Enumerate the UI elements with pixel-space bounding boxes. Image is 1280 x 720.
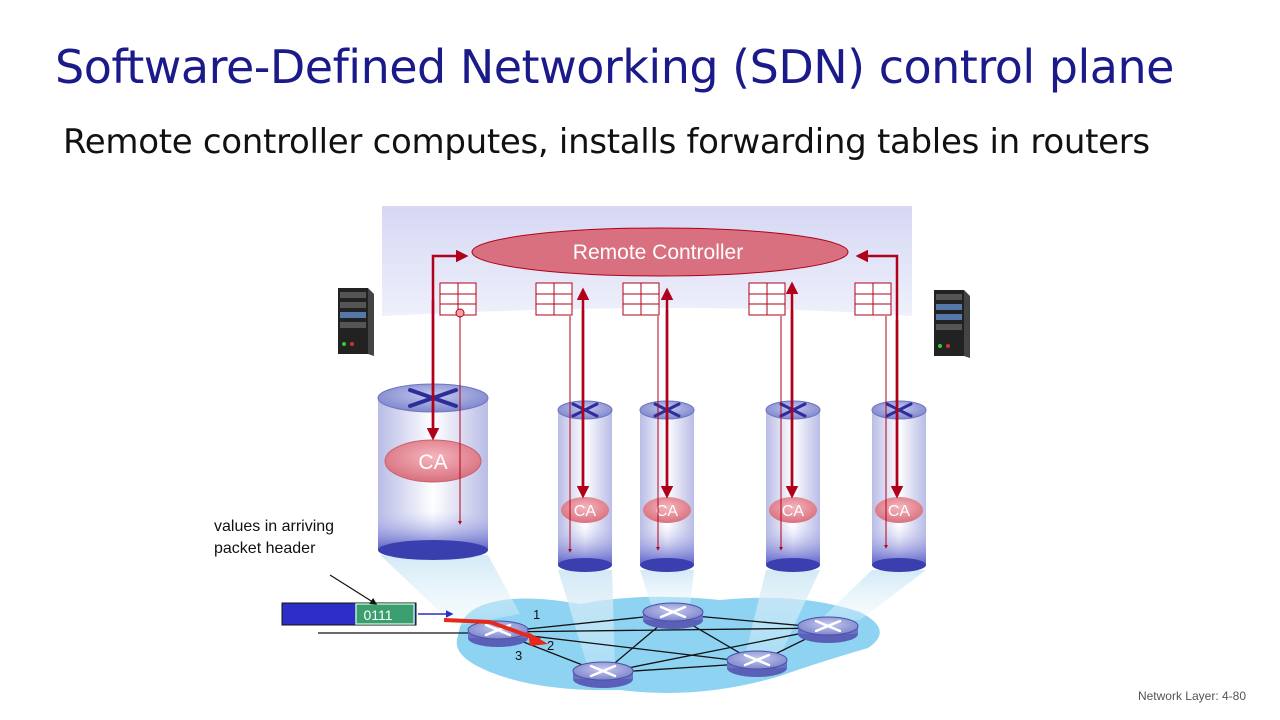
control-arrows — [426, 249, 904, 499]
packet-header-value: 0111 — [363, 607, 392, 623]
ca-label-5: CA — [888, 503, 911, 520]
router-icon — [467, 602, 859, 688]
beam-5 — [818, 570, 926, 622]
server-icon-left — [338, 288, 374, 356]
slide-title: Software-Defined Networking (SDN) contro… — [55, 40, 1174, 94]
router-5 — [797, 616, 859, 643]
ca-5 — [875, 497, 923, 523]
packet-header-annotation: values in arriving packet header — [214, 516, 334, 560]
router-cylinder-2: CA — [557, 400, 613, 572]
beam-3 — [640, 570, 694, 608]
annotation-line-2: packet header — [214, 540, 316, 557]
router-1 — [467, 620, 529, 647]
slide-subtitle: Remote controller computes, installs for… — [63, 122, 1150, 162]
ca-label-4: CA — [782, 503, 805, 520]
flow-table-icon — [439, 282, 892, 316]
ca-label-3: CA — [656, 503, 679, 520]
router-cylinder-5: CA — [871, 400, 927, 572]
cursor-dot — [455, 308, 465, 318]
port-label-1: 1 — [533, 607, 540, 622]
packet-header — [355, 603, 415, 625]
table-install-arrows — [458, 316, 888, 553]
slide-footer: Network Layer: 4-80 — [1137, 689, 1246, 703]
beam-2 — [558, 570, 615, 668]
router-2 — [642, 602, 704, 629]
ca-label-2: CA — [574, 503, 597, 520]
server-icon-right — [934, 290, 970, 358]
ca-2 — [561, 497, 609, 523]
ca-3 — [643, 497, 691, 523]
router-cylinder-4: CA — [765, 400, 821, 572]
router-4 — [726, 650, 788, 677]
annotation-pointer — [329, 574, 378, 605]
remote-controller — [471, 227, 849, 277]
remote-controller-label: Remote Controller — [573, 241, 743, 264]
port-label-3: 3 — [515, 648, 522, 663]
beam-1 — [380, 555, 520, 626]
router-cylinder-1: CA — [377, 383, 489, 560]
beam-4 — [745, 570, 820, 656]
packet: 0111 — [281, 602, 417, 626]
port-label-2: 2 — [547, 638, 554, 653]
annotation-line-1: values in arriving — [214, 518, 335, 535]
ca-label-1: CA — [418, 451, 447, 474]
forwarding-arrow — [443, 618, 541, 642]
router-3 — [572, 661, 634, 688]
